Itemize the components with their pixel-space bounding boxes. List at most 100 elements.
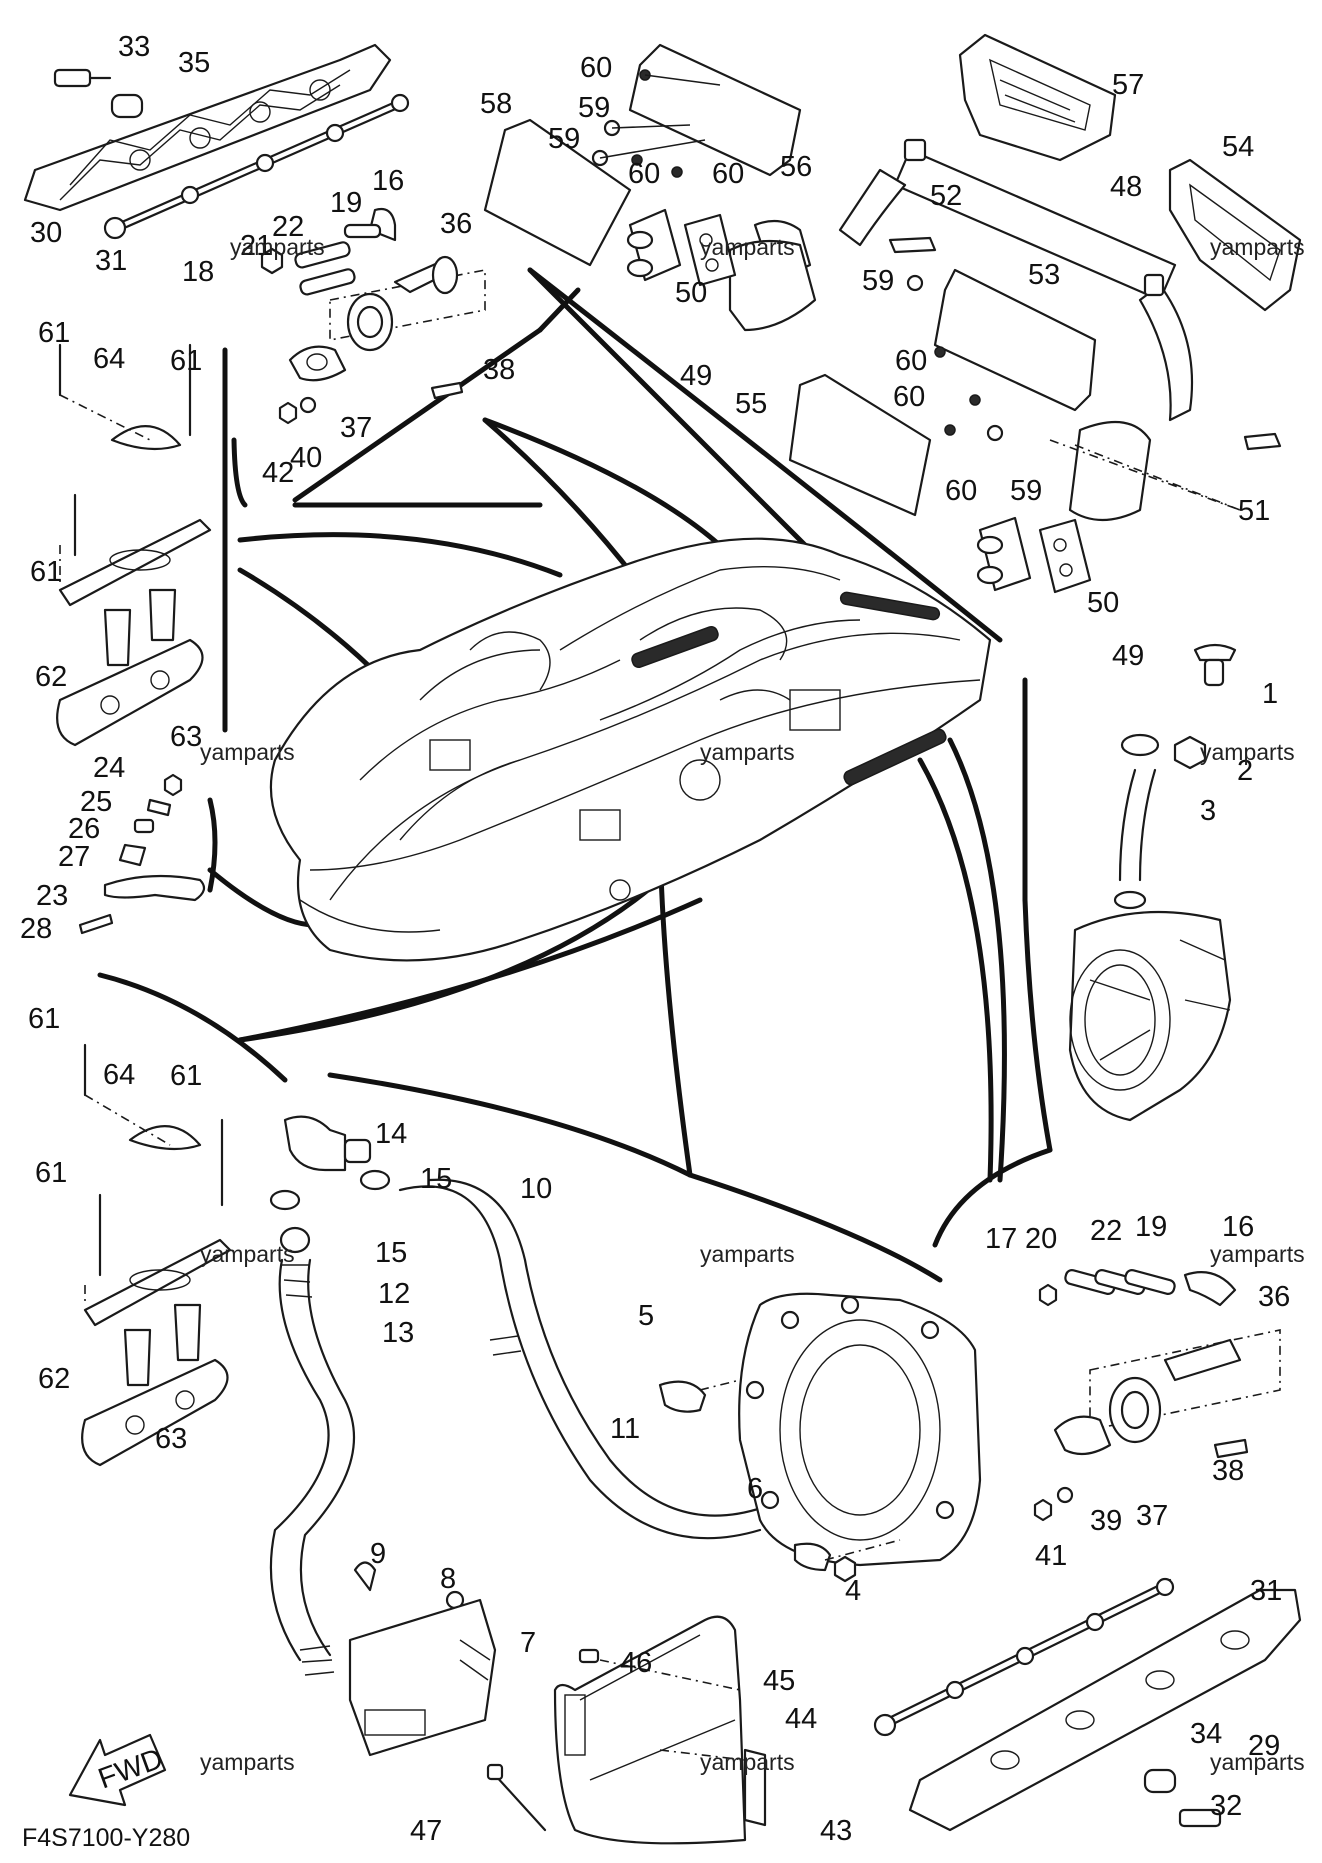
vent-cover-upper bbox=[958, 33, 1302, 312]
part-number-label: 49 bbox=[680, 360, 712, 392]
part-number-label: 38 bbox=[483, 354, 515, 386]
part-number-label: 28 bbox=[20, 913, 52, 945]
part-number-label: 61 bbox=[170, 1060, 202, 1092]
part-number-label: 40 bbox=[290, 442, 322, 474]
watermark-text: yamparts bbox=[230, 234, 325, 260]
part-number-label: 25 bbox=[80, 786, 112, 818]
diagram-code: F4S7100-Y280 bbox=[22, 1824, 190, 1852]
part-number-label: 1 bbox=[1262, 678, 1278, 710]
access-plates bbox=[483, 43, 1152, 521]
bracket-left bbox=[78, 773, 206, 935]
part-number-label: 10 bbox=[520, 1173, 552, 1205]
part-number-label: 36 bbox=[1258, 1281, 1290, 1313]
part-number-label: 15 bbox=[420, 1163, 452, 1195]
watermark-text: yamparts bbox=[200, 739, 295, 765]
part-number-label: 63 bbox=[155, 1423, 187, 1455]
screws-upper-right bbox=[591, 69, 1282, 511]
part-number-label: 12 bbox=[378, 1278, 410, 1310]
hardware-upper-left bbox=[260, 207, 486, 425]
part-number-label: 29 bbox=[1248, 1730, 1280, 1762]
part-number-label: 5 bbox=[638, 1300, 654, 1332]
part-number-label: 16 bbox=[372, 165, 404, 197]
watermark-text: yamparts bbox=[1210, 1241, 1305, 1267]
cleat-set-upper bbox=[56, 343, 212, 747]
part-number-label: 38 bbox=[1212, 1455, 1244, 1487]
part-number-label: 64 bbox=[93, 343, 125, 375]
part-number-label: 35 bbox=[178, 47, 210, 79]
part-number-label: 15 bbox=[375, 1237, 407, 1269]
hardware-lower-left bbox=[348, 1561, 547, 1832]
part-number-label: 14 bbox=[375, 1118, 407, 1150]
ventilation-duct bbox=[838, 138, 1194, 422]
part-number-label: 61 bbox=[38, 317, 70, 349]
watercraft-hull bbox=[269, 537, 992, 962]
part-number-label: 37 bbox=[1136, 1500, 1168, 1532]
part-number-label: 36 bbox=[440, 208, 472, 240]
part-number-label: 2 bbox=[1237, 755, 1253, 787]
forward-direction-arrow bbox=[68, 1733, 167, 1807]
bracket-lower-center bbox=[553, 1615, 767, 1845]
part-number-label: 9 bbox=[370, 1538, 386, 1570]
part-number-label: 55 bbox=[735, 388, 767, 420]
part-number-label: 64 bbox=[103, 1059, 135, 1091]
part-number-label: 26 bbox=[68, 813, 100, 845]
watermark-text: yamparts bbox=[700, 739, 795, 765]
part-number-label: 41 bbox=[1035, 1540, 1067, 1572]
fwd-label: FWD bbox=[94, 1743, 167, 1796]
part-number-label: 42 bbox=[262, 457, 294, 489]
part-number-label: 11 bbox=[610, 1413, 640, 1445]
part-number-label: 53 bbox=[1028, 259, 1060, 291]
part-number-label: 22 bbox=[1090, 1215, 1122, 1247]
part-number-label: 22 bbox=[272, 211, 304, 243]
part-number-label: 3 bbox=[1200, 795, 1216, 827]
part-number-label: 19 bbox=[1135, 1211, 1167, 1243]
part-number-label: 7 bbox=[520, 1627, 536, 1659]
jet-pump-housing bbox=[1068, 910, 1232, 1122]
watermark-text: yamparts bbox=[200, 1241, 295, 1267]
part-number-label: 50 bbox=[1087, 587, 1119, 619]
part-number-label: 63 bbox=[170, 721, 202, 753]
part-number-label: 47 bbox=[410, 1815, 442, 1847]
part-number-label: 49 bbox=[1112, 640, 1144, 672]
part-number-label: 6 bbox=[747, 1473, 763, 1505]
rub-rail-lower bbox=[873, 1577, 1302, 1832]
part-number-label: 54 bbox=[1222, 131, 1254, 163]
part-number-label: 27 bbox=[58, 841, 90, 873]
part-number-label: 61 bbox=[28, 1003, 60, 1035]
fitting-right bbox=[1113, 643, 1237, 910]
part-number-label: 59 bbox=[862, 265, 894, 297]
part-number-label: 13 bbox=[382, 1317, 414, 1349]
part-number-label: 19 bbox=[330, 187, 362, 219]
part-number-label: 21 bbox=[240, 230, 272, 262]
part-number-label: 60 bbox=[712, 158, 744, 190]
part-number-label: 37 bbox=[340, 412, 372, 444]
engine-mount-plate bbox=[658, 1292, 982, 1583]
part-number-label: 61 bbox=[30, 556, 62, 588]
part-number-label: 20 bbox=[1025, 1223, 1057, 1255]
watermark-text: yamparts bbox=[700, 1241, 795, 1267]
part-number-label: 52 bbox=[930, 180, 962, 212]
rub-rail-upper bbox=[23, 43, 410, 240]
part-number-label: 44 bbox=[785, 1703, 817, 1735]
part-number-label: 60 bbox=[945, 475, 977, 507]
part-number-label: 18 bbox=[182, 256, 214, 288]
watermark-text: yamparts bbox=[1210, 234, 1305, 260]
part-number-label: 34 bbox=[1190, 1718, 1222, 1750]
part-number-label: 46 bbox=[620, 1647, 652, 1679]
part-number-label: 57 bbox=[1112, 69, 1144, 101]
part-number-label: 51 bbox=[1238, 495, 1270, 527]
part-number-label: 17 bbox=[985, 1223, 1017, 1255]
part-number-label: 45 bbox=[763, 1665, 795, 1697]
part-number-label: 61 bbox=[170, 345, 202, 377]
hardware-lower-right bbox=[1033, 1269, 1281, 1522]
part-number-label: 60 bbox=[893, 381, 925, 413]
part-number-label: 8 bbox=[440, 1563, 456, 1595]
part-number-label: 61 bbox=[35, 1157, 67, 1189]
part-number-label: 60 bbox=[628, 158, 660, 190]
part-number-label: 31 bbox=[1250, 1575, 1282, 1607]
hoses-left bbox=[269, 1115, 786, 1676]
part-number-label: 59 bbox=[1010, 475, 1042, 507]
